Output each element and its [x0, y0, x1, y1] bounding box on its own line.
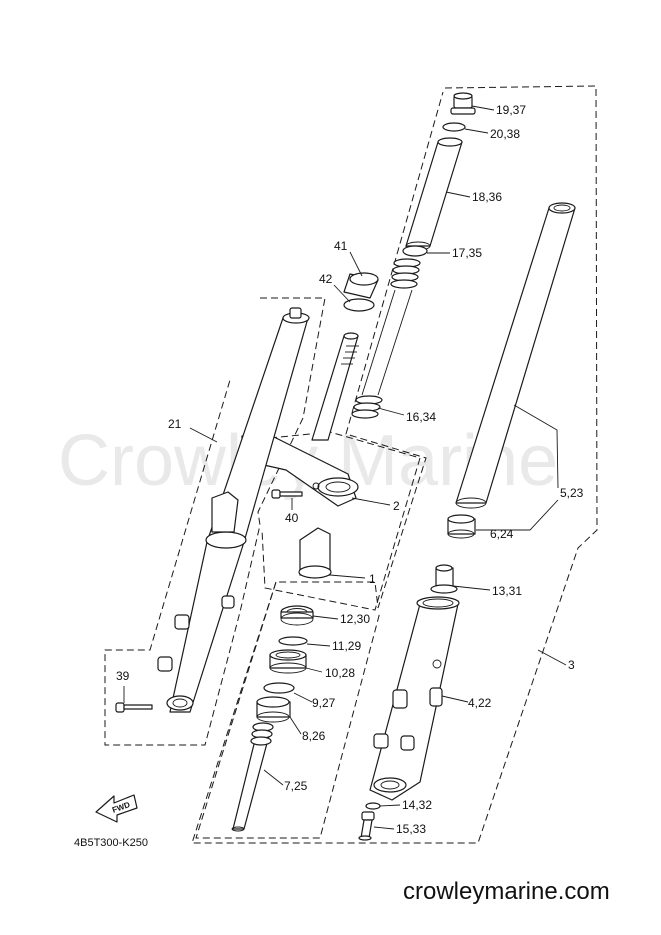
callout-19-37: 19,37 — [496, 103, 526, 117]
oil-lock-piece — [430, 564, 458, 594]
callout-41: 41 — [334, 239, 348, 253]
callout-8-26: 8,26 — [302, 729, 326, 743]
callout-10-28: 10,28 — [325, 666, 355, 680]
axle-pinch-bolt — [115, 702, 153, 713]
outer-tube-slider — [369, 596, 460, 801]
callout-18-36: 18,36 — [472, 190, 502, 204]
group-outline-top-cap — [191, 85, 598, 844]
site-footer: crowleymarine.com — [403, 878, 610, 905]
callout-13-31: 13,31 — [492, 584, 522, 598]
callout-40: 40 — [285, 511, 299, 525]
bearing-cover — [343, 272, 379, 299]
fork-spring — [351, 258, 421, 419]
callout-14-32: 14,32 — [402, 798, 432, 812]
dust-seal — [280, 605, 314, 626]
callout-16-34: 16,34 — [406, 410, 436, 424]
left-fork-assembly — [157, 307, 310, 713]
callout-2: 2 — [393, 499, 400, 513]
callout-11-29: 11,29 — [332, 639, 361, 653]
callout-7-25: 7,25 — [284, 779, 308, 793]
group-outline-left-tube — [104, 297, 326, 746]
fork-cover-guard — [298, 527, 332, 579]
callout-6-24: 6,24 — [490, 527, 514, 541]
group-outline-inner-rod — [195, 581, 381, 839]
diagram-code: 4B5T300-K250 — [74, 837, 148, 849]
spacer-tube — [405, 137, 463, 251]
drain-bolt — [358, 811, 375, 841]
callout-3: 3 — [568, 658, 575, 672]
callout-20-38: 20,38 — [490, 127, 520, 141]
retaining-clip — [278, 636, 308, 646]
bearing-seal — [343, 298, 375, 312]
callout-5-23: 5,23 — [560, 486, 584, 500]
damper-rod — [231, 722, 274, 832]
callout-17-35: 17,35 — [452, 246, 482, 260]
callout-1: 1 — [369, 572, 376, 586]
guide-bushing — [256, 696, 291, 723]
o-ring — [442, 122, 466, 132]
spring-seat-washer — [402, 245, 428, 257]
cap-bolt — [450, 92, 476, 115]
outer-fork-tube — [455, 202, 576, 509]
callout-9-27: 9,27 — [312, 696, 336, 710]
callout-39: 39 — [116, 669, 130, 683]
callout-4-22: 4,22 — [468, 696, 492, 710]
callout-12-30: 12,30 — [340, 612, 370, 626]
callout-15-33: 15,33 — [396, 822, 426, 836]
seal-washer — [263, 682, 295, 694]
oil-seal — [269, 649, 307, 674]
callout-21: 21 — [168, 417, 182, 431]
callout-42: 42 — [319, 272, 333, 286]
drain-washer — [365, 802, 381, 810]
steering-stem — [311, 332, 359, 441]
fwd-arrow-icon: FWD — [95, 794, 138, 823]
slide-bushing — [447, 514, 476, 539]
pinch-bolt — [271, 489, 303, 499]
